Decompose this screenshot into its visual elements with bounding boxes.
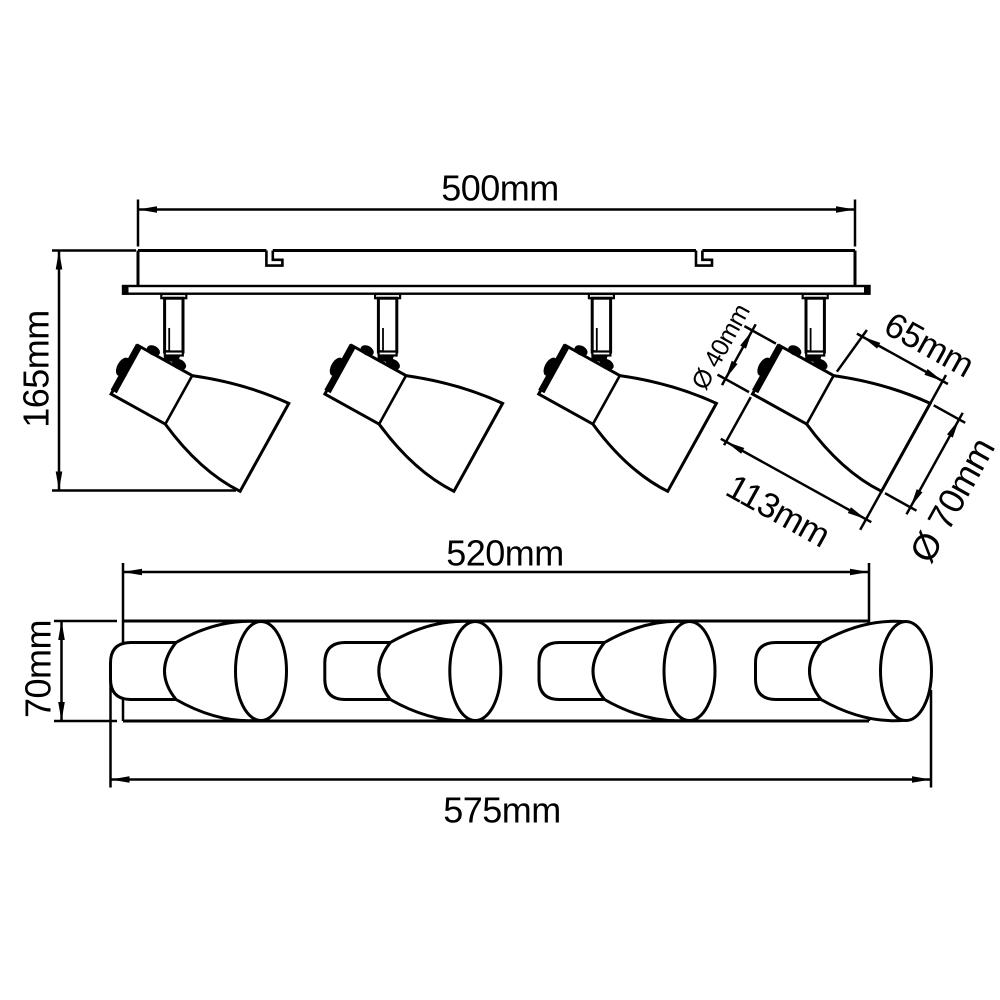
svg-text:520mm: 520mm bbox=[446, 533, 564, 574]
svg-text:575mm: 575mm bbox=[443, 790, 561, 831]
svg-text:500mm: 500mm bbox=[441, 168, 559, 209]
svg-text:70mm: 70mm bbox=[18, 620, 59, 718]
svg-text:165mm: 165mm bbox=[16, 310, 57, 428]
